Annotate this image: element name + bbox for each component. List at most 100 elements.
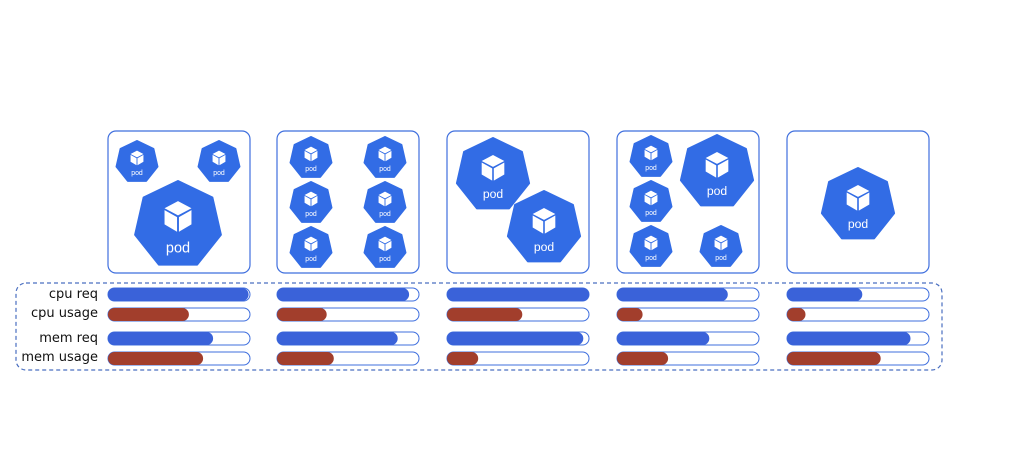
pod-label: pod bbox=[534, 240, 554, 254]
cube-icon bbox=[164, 201, 192, 232]
pod-icon: pod bbox=[455, 137, 531, 210]
pod-label: pod bbox=[379, 256, 391, 263]
pod-icon: pod bbox=[363, 136, 407, 178]
pod-label: pod bbox=[305, 256, 317, 263]
node-1-cpu-req-bar bbox=[107, 287, 251, 302]
bar-fill bbox=[447, 352, 479, 365]
bar-fill bbox=[447, 332, 584, 345]
cube-icon bbox=[212, 150, 226, 166]
pod-label: pod bbox=[213, 170, 225, 177]
node-3: pod pod bbox=[446, 130, 590, 274]
pod-icon: pod bbox=[506, 190, 582, 263]
node-3-mem-req-bar bbox=[446, 331, 590, 346]
mem-usage-label: mem usage bbox=[21, 350, 98, 365]
pod-label: pod bbox=[707, 184, 727, 198]
node-5: pod bbox=[786, 130, 930, 274]
pod-icon: pod bbox=[289, 226, 333, 268]
bar-fill bbox=[617, 308, 643, 321]
bar-fill bbox=[277, 308, 327, 321]
bar-fill bbox=[617, 288, 728, 301]
pod-label: pod bbox=[131, 170, 143, 177]
cube-icon bbox=[304, 146, 318, 162]
pod-icon: pod bbox=[363, 226, 407, 268]
pod-icon: pod bbox=[699, 225, 743, 267]
cube-icon bbox=[532, 207, 556, 234]
node-2-cpu-usage-bar bbox=[276, 307, 420, 322]
pod-label: pod bbox=[379, 211, 391, 218]
cube-icon bbox=[714, 235, 728, 251]
node-4-mem-req-bar bbox=[616, 331, 760, 346]
pod-icon: pod bbox=[679, 134, 755, 207]
node-2: pod pod pod pod pod pod bbox=[276, 130, 420, 274]
node-5-mem-req-bar bbox=[786, 331, 930, 346]
bar-fill bbox=[617, 332, 710, 345]
cube-icon bbox=[378, 146, 392, 162]
pod-icon: pod bbox=[629, 225, 673, 267]
pod-label: pod bbox=[645, 210, 657, 217]
node-2-cpu-req-bar bbox=[276, 287, 420, 302]
pod-label: pod bbox=[715, 255, 727, 262]
bar-track bbox=[786, 307, 930, 322]
cube-icon bbox=[644, 190, 658, 206]
node-1-cpu-usage-bar bbox=[107, 307, 251, 322]
bar-fill bbox=[787, 308, 806, 321]
node-1-mem-usage-bar bbox=[107, 351, 251, 366]
bar-fill bbox=[447, 308, 523, 321]
cpu-usage-label: cpu usage bbox=[31, 306, 98, 321]
node-5-cpu-req-bar bbox=[786, 287, 930, 302]
metrics-group-box bbox=[15, 282, 943, 371]
node-5-cpu-usage-bar bbox=[786, 307, 930, 322]
bar-fill bbox=[277, 332, 398, 345]
pod-icon: pod bbox=[363, 181, 407, 223]
cube-icon bbox=[378, 191, 392, 207]
bar-fill bbox=[277, 352, 334, 365]
pod-icon: pod bbox=[289, 136, 333, 178]
pod-label: pod bbox=[645, 165, 657, 172]
pod-label: pod bbox=[166, 240, 190, 256]
pod-icon: pod bbox=[197, 140, 241, 182]
node-4: pod pod pod pod pod bbox=[616, 130, 760, 274]
cube-icon bbox=[705, 151, 729, 178]
bar-fill bbox=[108, 332, 214, 345]
bar-fill bbox=[617, 352, 669, 365]
node-2-mem-usage-bar bbox=[276, 351, 420, 366]
pod-label: pod bbox=[848, 217, 868, 231]
cube-icon bbox=[304, 236, 318, 252]
node-3-cpu-usage-bar bbox=[446, 307, 590, 322]
pod-icon: pod bbox=[115, 140, 159, 182]
pod-icon: pod bbox=[629, 135, 673, 177]
pod-label: pod bbox=[305, 166, 317, 173]
pod-label: pod bbox=[379, 166, 391, 173]
bar-fill bbox=[787, 332, 911, 345]
node-3-mem-usage-bar bbox=[446, 351, 590, 366]
bar-fill bbox=[277, 288, 410, 301]
cube-icon bbox=[304, 191, 318, 207]
pod-icon: pod bbox=[134, 180, 222, 266]
bar-fill bbox=[108, 308, 189, 321]
pod-icon: pod bbox=[629, 180, 673, 222]
node-2-mem-req-bar bbox=[276, 331, 420, 346]
node-5-mem-usage-bar bbox=[786, 351, 930, 366]
pod-icon: pod bbox=[820, 167, 896, 240]
cube-icon bbox=[846, 184, 870, 211]
node-4-mem-usage-bar bbox=[616, 351, 760, 366]
mem-req-label: mem req bbox=[39, 331, 98, 346]
cpu-req-label: cpu req bbox=[48, 287, 98, 302]
bar-fill bbox=[108, 288, 249, 301]
pod-label: pod bbox=[483, 187, 503, 201]
cube-icon bbox=[644, 145, 658, 161]
pod-label: pod bbox=[305, 211, 317, 218]
node-3-cpu-req-bar bbox=[446, 287, 590, 302]
bar-fill bbox=[787, 288, 863, 301]
cube-icon bbox=[481, 154, 505, 181]
pod-icon: pod bbox=[289, 181, 333, 223]
node-4-cpu-usage-bar bbox=[616, 307, 760, 322]
bar-fill bbox=[447, 288, 589, 301]
cube-icon bbox=[378, 236, 392, 252]
bar-fill bbox=[108, 352, 204, 365]
node-1: pod pod pod bbox=[107, 130, 251, 274]
cube-icon bbox=[130, 150, 144, 166]
pod-label: pod bbox=[645, 255, 657, 262]
